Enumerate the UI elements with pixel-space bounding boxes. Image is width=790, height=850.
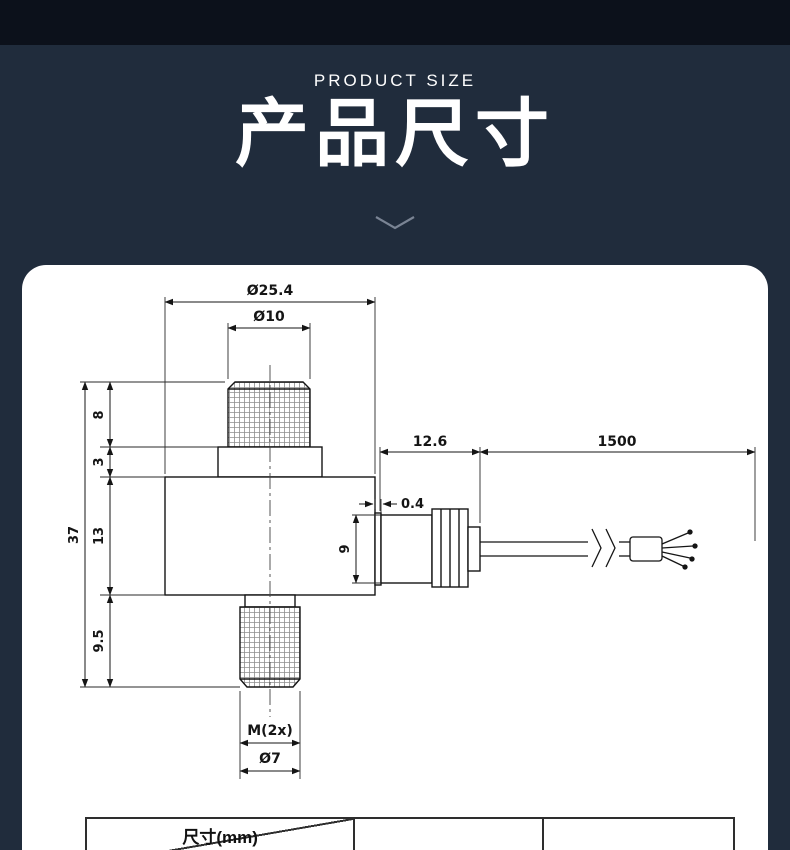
dim-total-height: 37 — [67, 526, 82, 544]
top-threaded-stud — [227, 380, 311, 448]
dimension-lines — [81, 298, 756, 774]
extension-lines — [80, 296, 756, 779]
dim-thread-spec: M(2x) — [247, 723, 293, 739]
chevron-down-icon — [375, 215, 415, 229]
size-table-header-label: 尺寸(mm) — [182, 827, 258, 847]
dim-stud-bottom-height: 9.5 — [92, 629, 107, 652]
section-header: PRODUCT SIZE 产品尺寸 — [0, 45, 790, 231]
dimension-drawing: Ø25.4 Ø10 8 3 13 37 9.5 12.6 1500 0.4 9 … — [67, 283, 756, 779]
dim-body-height: 13 — [92, 527, 107, 545]
dim-step-gap: 0.4 — [401, 497, 424, 512]
size-table-cell — [544, 819, 733, 850]
dim-stud-top-height: 8 — [92, 410, 107, 419]
size-table: 尺寸(mm) — [85, 816, 735, 850]
section-subtitle: PRODUCT SIZE — [313, 71, 477, 90]
dim-collar-height: 3 — [92, 457, 107, 466]
sensor-outline — [164, 380, 481, 688]
cable-sleeve — [467, 525, 481, 572]
connector-plate — [374, 511, 382, 586]
dim-connector-height: 9 — [338, 544, 353, 553]
dim-connector-length: 12.6 — [413, 434, 448, 450]
cable-break-icon — [591, 528, 602, 567]
dim-body-diameter: Ø25.4 — [247, 283, 294, 299]
dim-stud-diameter: Ø10 — [253, 309, 285, 325]
dim-cable-length: 1500 — [598, 434, 637, 450]
size-table-cell — [355, 818, 545, 850]
cable-ferrule — [629, 536, 663, 562]
connector-body — [380, 513, 433, 584]
product-size-card: Ø25.4 Ø10 8 3 13 37 9.5 12.6 1500 0.4 9 … — [22, 264, 768, 850]
cable — [480, 528, 698, 570]
size-table-header-cell: 尺寸(mm) — [87, 818, 356, 850]
dim-thread-diameter: Ø7 — [259, 751, 281, 767]
section-title: 产品尺寸 — [235, 92, 555, 175]
previous-section-strip — [0, 0, 790, 45]
